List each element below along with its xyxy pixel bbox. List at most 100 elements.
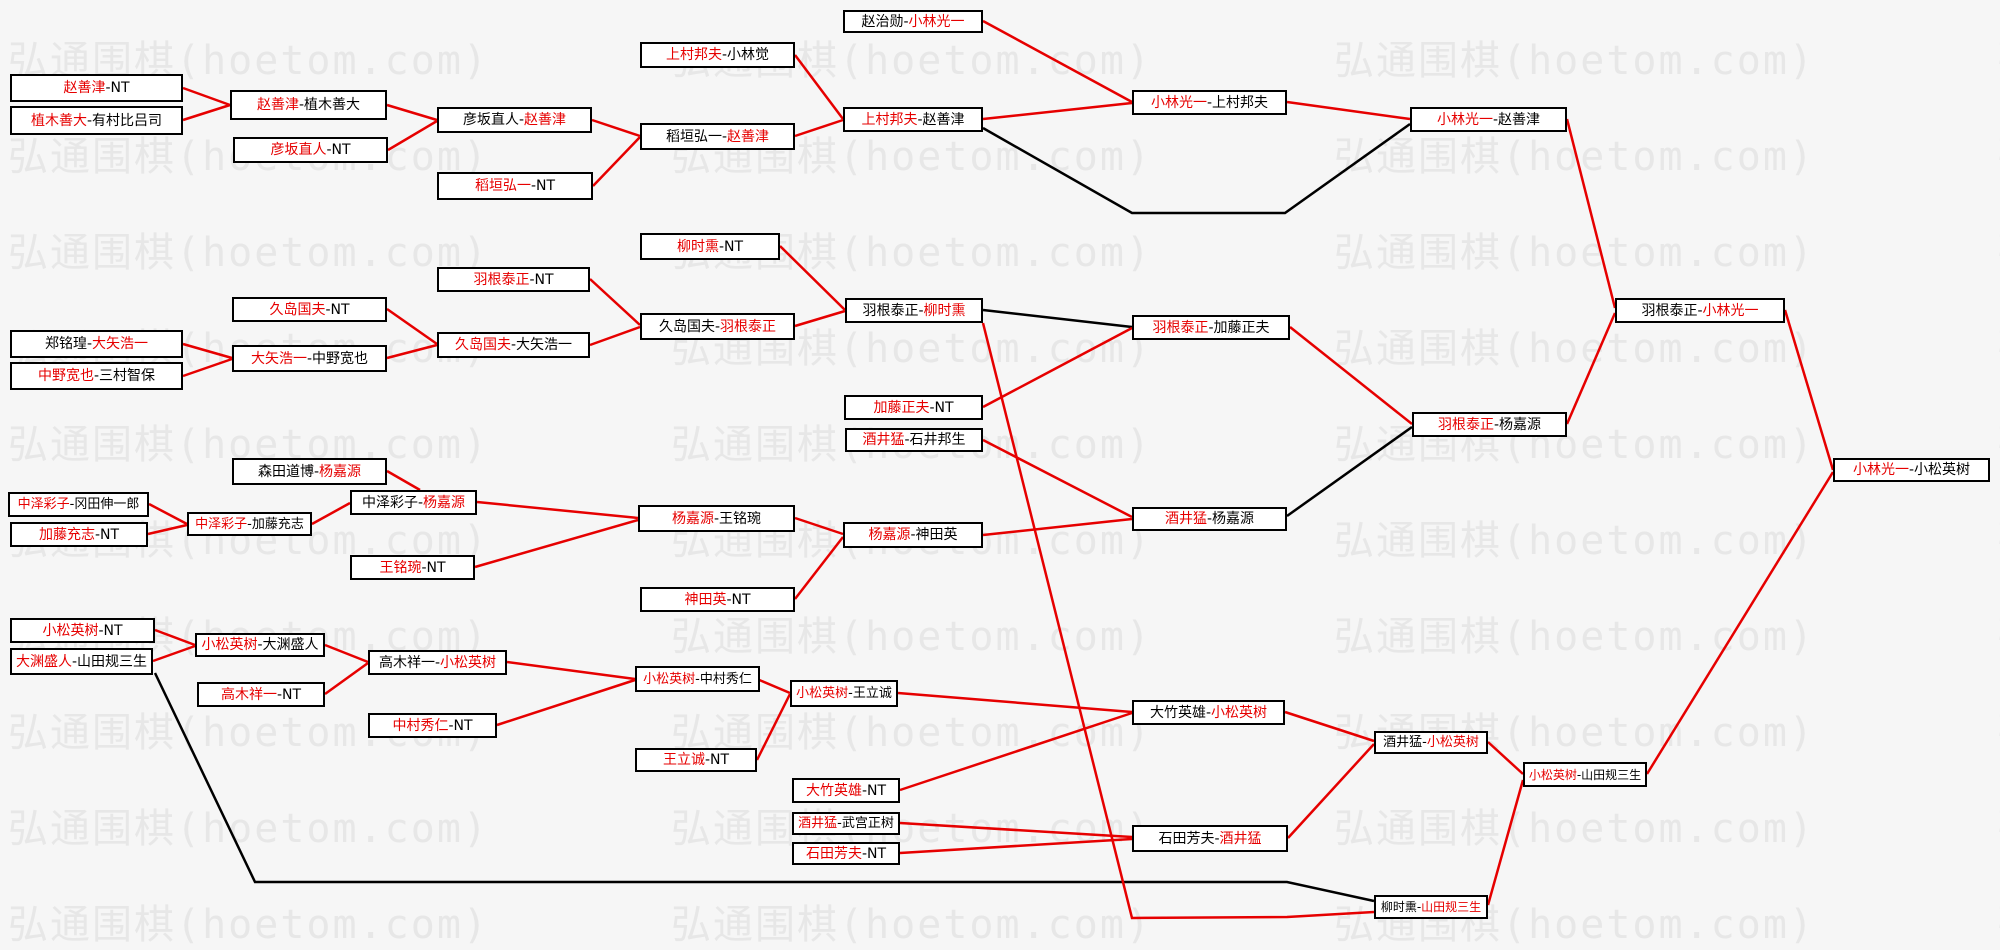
player-name: 上村邦夫 (1212, 94, 1269, 111)
winner-name: 小林光一 (908, 13, 965, 30)
player-name: 大矢浩一 (516, 337, 573, 353)
winner-name: 山田规三生 (1421, 900, 1482, 914)
player-name: 酒井猛 (1383, 735, 1423, 750)
winner-name: 小松英树 (440, 654, 497, 671)
vs-dash: - (1416, 900, 1422, 914)
match-box: 王铭琬-NT (350, 555, 475, 580)
winner-path-line (386, 469, 421, 492)
winner-path-line (1287, 743, 1375, 839)
player-name: 山田规三生 (77, 653, 148, 670)
vs-dash: - (325, 301, 331, 318)
winner-path-line (154, 628, 196, 647)
winner-path-line (182, 357, 233, 378)
player-name: NT (724, 238, 744, 255)
player-name: 三村智保 (99, 368, 156, 384)
winner-name: 神田英 (684, 591, 727, 608)
player-path-line (982, 122, 1411, 215)
winner-name: 杨嘉源 (671, 510, 714, 527)
match-box: 羽根泰正-加藤正夫 (1132, 315, 1290, 340)
winner-path-line (1565, 312, 1617, 425)
match-box: 上村邦夫-赵善津 (843, 107, 983, 132)
vs-dash: - (1697, 302, 1703, 319)
match-box: 酒井猛-武宫正树 (792, 812, 900, 835)
player-name: NT (426, 559, 446, 576)
winner-path-line (182, 342, 233, 360)
match-box: 中泽彩子-加藤充志 (187, 512, 312, 536)
vs-dash: - (518, 112, 525, 128)
winner-path-line (1565, 118, 1617, 309)
vs-dash: - (695, 671, 700, 687)
winner-path-line (982, 101, 1133, 121)
player-name: 羽根泰正 (862, 302, 919, 319)
winner-path-line (794, 516, 844, 536)
player-name: 神田英 (915, 527, 958, 543)
player-name: 武宫正树 (841, 816, 894, 831)
match-box: 大竹英雄-NT (792, 778, 900, 803)
vs-dash: - (714, 318, 721, 335)
player-name: 加藤充志 (251, 516, 304, 532)
player-name: NT (731, 591, 751, 608)
player-path-line (1286, 425, 1413, 518)
player-name: 加藤正夫 (1213, 319, 1270, 336)
match-box: 石田芳夫-酒井猛 (1132, 825, 1288, 852)
vs-dash: - (94, 526, 101, 543)
winner-name: 小松英树 (1426, 735, 1479, 750)
vs-dash: - (1422, 735, 1427, 750)
vs-dash: - (86, 112, 93, 129)
vs-dash: - (86, 336, 93, 352)
winner-path-line (324, 643, 369, 664)
player-name: NT (330, 301, 350, 318)
match-box: 杨嘉源-神田英 (843, 522, 983, 548)
winner-name: 大渊盛人 (15, 653, 72, 670)
match-box: 赵治勋-小林光一 (843, 10, 983, 33)
match-box: 小林光一-上村邦夫 (1132, 90, 1287, 115)
winner-name: 羽根泰正 (1152, 319, 1209, 336)
winner-name: 酒井猛 (1164, 511, 1207, 527)
match-box: 羽根泰正-柳时熏 (845, 298, 983, 323)
player-name: NT (110, 80, 130, 96)
winner-name: 中村秀仁 (392, 717, 449, 734)
winner-name: 久岛国夫 (454, 337, 511, 353)
winner-path-line (756, 677, 791, 695)
match-box: 郑铭瑝-大矢浩一 (10, 330, 183, 358)
watermark-text: 弘通围棋(hoetom.com) (1334, 38, 1815, 84)
match-box: 加藤正夫-NT (844, 395, 983, 420)
player-name: 有村比吕司 (92, 112, 163, 129)
winner-path-line (589, 325, 641, 347)
player-path-line (982, 308, 1133, 329)
winner-path-line (589, 278, 641, 326)
winner-name: 赵善津 (256, 97, 299, 113)
match-box: 酒井猛-石井邦生 (845, 428, 983, 452)
match-box: 小松英树-NT (10, 618, 155, 643)
player-name: 山田规三生 (1581, 767, 1642, 782)
winner-name: 小林光一 (1436, 111, 1493, 128)
winner-path-line (794, 536, 844, 600)
player-name: 杨嘉源 (1212, 511, 1255, 527)
vs-dash: - (313, 463, 320, 480)
winner-name: 小林光一 (1702, 302, 1759, 319)
winner-path-line (1783, 309, 1835, 471)
vs-dash: - (837, 816, 842, 831)
winner-name: 羽根泰正 (720, 318, 777, 335)
watermark-text: 弘通围棋(hoetom.com) (1334, 806, 1815, 852)
vs-dash: - (529, 271, 535, 288)
vs-dash: - (530, 178, 537, 194)
watermark-text: 弘通围棋(hoetom.com) (1997, 796, 2000, 854)
vs-dash: - (1576, 767, 1582, 782)
match-box: 中村秀仁-NT (368, 713, 497, 738)
player-name: NT (282, 686, 302, 703)
player-name: 石井邦生 (909, 432, 966, 448)
vs-dash: - (257, 637, 263, 653)
winner-path-line (182, 86, 231, 107)
winner-path-line (147, 523, 188, 536)
winner-name: 稻垣弘一 (474, 178, 531, 194)
match-box: 中野宽也-三村智保 (10, 362, 183, 390)
watermark-text: 弘通围棋(hoetom.com) (1997, 124, 2000, 182)
vs-dash: - (1205, 704, 1212, 721)
winner-name: 小松英树 (1211, 704, 1268, 721)
vs-dash: - (704, 752, 711, 768)
player-name: 中村秀仁 (699, 671, 752, 687)
match-box: 大竹英雄-小松英树 (1132, 700, 1285, 725)
vs-dash: - (326, 142, 332, 158)
winner-path-line (476, 500, 639, 520)
